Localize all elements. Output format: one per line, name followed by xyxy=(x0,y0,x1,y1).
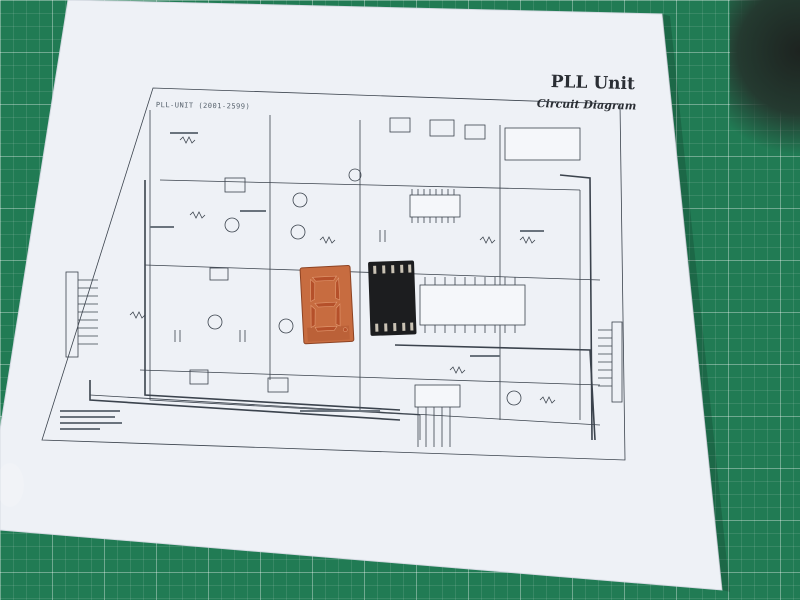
schematic xyxy=(41,87,626,461)
schematic-title-label: PLL-UNIT (2001-2599) xyxy=(155,101,251,111)
bus-line xyxy=(559,174,593,441)
ic-block xyxy=(504,127,581,161)
ic-block xyxy=(414,384,461,408)
transistor-symbol xyxy=(348,168,362,182)
transistor-symbol xyxy=(290,224,306,240)
transistor-symbol xyxy=(224,217,240,233)
transistor-symbol xyxy=(278,318,294,334)
schematic-border xyxy=(41,87,626,461)
transistor-symbol xyxy=(292,192,308,208)
seven-segment-display-back xyxy=(368,260,417,336)
transistor-symbol xyxy=(207,314,223,330)
schematic-text-marks xyxy=(60,132,544,430)
bus-line xyxy=(89,380,401,421)
paper-title: PLL Unit xyxy=(550,72,636,95)
left-connector xyxy=(65,271,79,358)
ic-block xyxy=(419,284,526,326)
bus-line xyxy=(144,180,401,411)
ic-block xyxy=(409,194,461,218)
led-segments xyxy=(310,275,348,333)
bus-line xyxy=(394,344,596,441)
dark-object-corner xyxy=(730,0,800,170)
paper-subtitle: Circuit Diagram xyxy=(536,97,637,113)
display-pins xyxy=(373,264,414,332)
glare xyxy=(0,463,24,507)
paper-shadow xyxy=(662,14,730,592)
transistor-symbol xyxy=(506,390,522,406)
